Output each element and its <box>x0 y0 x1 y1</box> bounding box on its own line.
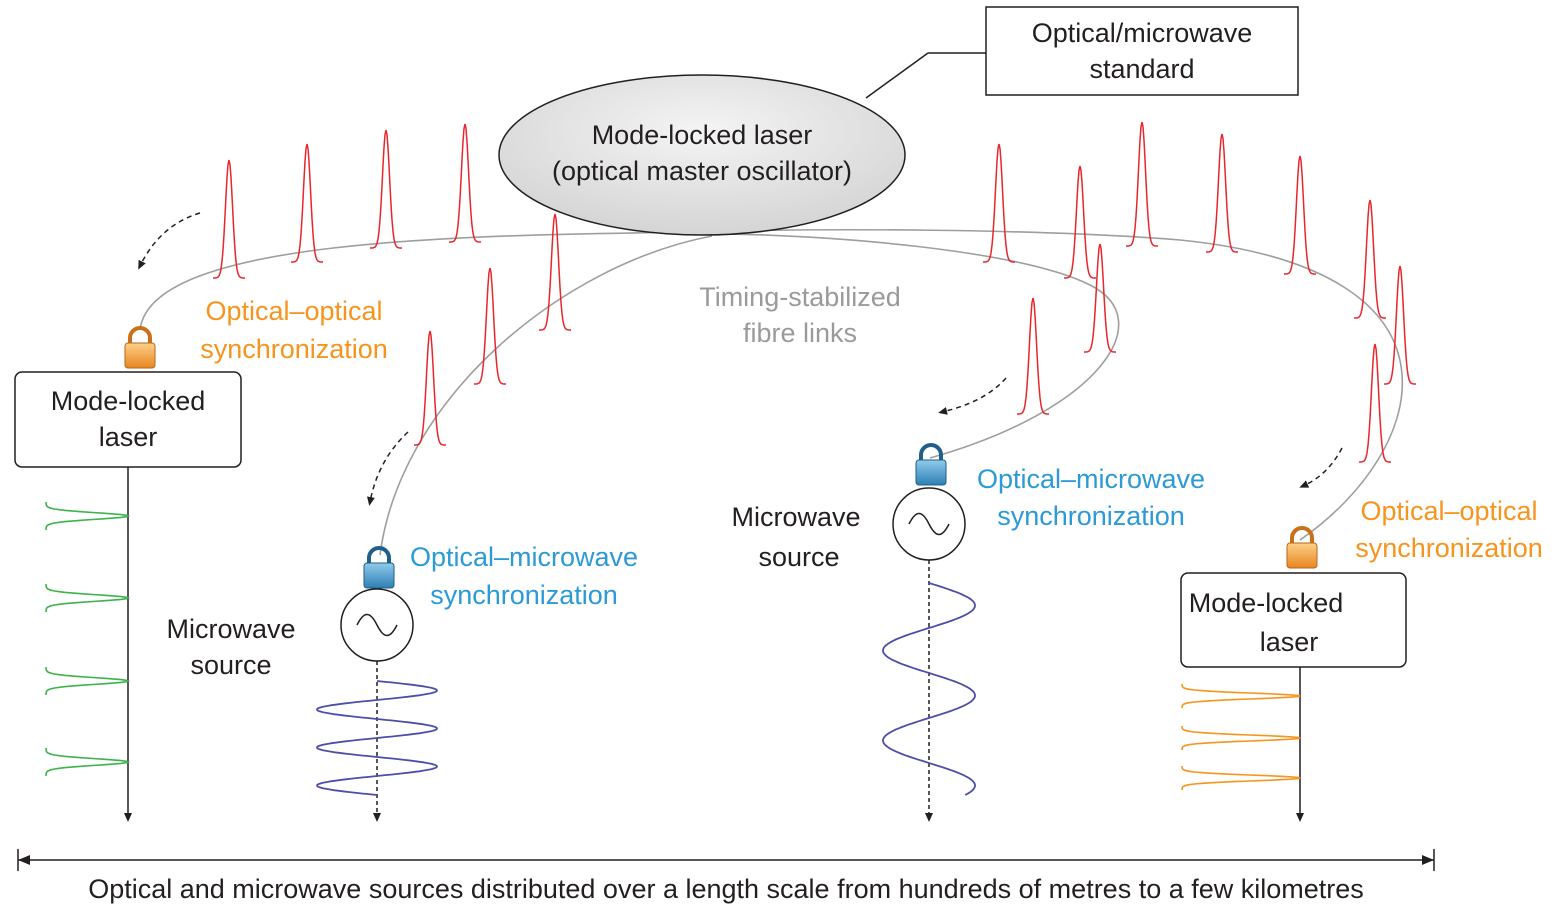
right-laser-sync-line1: Optical–optical <box>1360 496 1537 526</box>
optical-pulse <box>1284 155 1316 275</box>
microwave-output-wave <box>316 680 438 796</box>
right-laser-box-line2: laser <box>1260 627 1319 657</box>
optical-pulse <box>291 143 323 263</box>
right-microwave-sync-line1: Optical–microwave <box>977 464 1205 494</box>
sine-wave-icon <box>340 588 414 662</box>
left-laser-sync-line1: Optical–optical <box>205 296 382 326</box>
optical-pulse <box>1084 243 1116 353</box>
left-mode-locked-laser-node: Optical–optical synchronization Mode-loc… <box>14 296 388 822</box>
optical-pulse <box>370 129 402 249</box>
left-microwave-output-wave <box>316 680 438 796</box>
lock-icon <box>915 443 947 486</box>
right-laser-box-line1: Mode-locked <box>1189 588 1344 618</box>
left-microwave-label-line2: source <box>190 650 271 680</box>
optical-pulse <box>213 159 245 279</box>
left-microwave-label-line1: Microwave <box>166 614 295 644</box>
optical-pulse <box>474 267 506 385</box>
left-laser-box-line1: Mode-locked <box>51 386 206 416</box>
propagation-arrows <box>138 212 1343 506</box>
left-laser-sync-line2: synchronization <box>200 334 388 364</box>
length-scale-bar <box>17 849 1435 871</box>
right-microwave-sync-line2: synchronization <box>997 501 1185 531</box>
optical-pulse <box>1126 121 1158 247</box>
left-microwave-sync-line1: Optical–microwave <box>410 542 638 572</box>
lock-icon <box>363 546 395 589</box>
optical-pulse-trains <box>213 121 1416 463</box>
lock-icon <box>124 326 156 369</box>
optical-pulse <box>1359 343 1391 463</box>
left-laser-box-line2: laser <box>99 422 158 452</box>
right-laser-box <box>1180 572 1407 668</box>
fibre-links-label-line2: fibre links <box>743 318 857 348</box>
sine-wave-icon <box>892 487 966 561</box>
optical-pulse <box>1354 199 1386 319</box>
optical-pulse <box>539 213 571 331</box>
right-microwave-label-line1: Microwave <box>731 502 860 532</box>
optical-pulse <box>1384 265 1416 385</box>
fibre-link-left-microwave <box>379 235 713 556</box>
laser-output-pulse <box>45 502 131 530</box>
fibre-links-label-line1: Timing-stabilized <box>699 282 901 312</box>
optical-pulse <box>983 143 1015 263</box>
microwave-output-wave <box>882 582 976 796</box>
arrow-to-right-microwave <box>938 377 1007 415</box>
laser-output-pulse <box>1181 684 1301 708</box>
laser-output-pulse <box>45 667 131 695</box>
arrow-to-left-microwave <box>367 431 409 506</box>
laser-output-pulse <box>1181 726 1301 750</box>
laser-output-pulse <box>1181 766 1301 790</box>
right-microwave-output-wave <box>882 582 976 796</box>
laser-output-pulse <box>45 584 131 612</box>
scale-caption: Optical and microwave sources distribute… <box>88 874 1364 904</box>
standard-label-line1: Optical/microwave <box>1032 18 1253 48</box>
master-oscillator: Mode-locked laser (optical master oscill… <box>498 74 906 236</box>
right-microwave-label-line2: source <box>758 542 839 572</box>
left-microwave-node: Optical–microwave synchronization Microw… <box>166 542 638 822</box>
laser-output-pulse <box>45 748 131 776</box>
optical-pulse <box>1206 133 1238 253</box>
optical-pulse <box>449 123 481 243</box>
arrow-to-left-laser <box>138 212 201 270</box>
arrow-to-right-laser <box>1299 447 1343 488</box>
optical-pulse <box>1064 165 1096 279</box>
master-label-line1: Mode-locked laser <box>592 120 813 150</box>
left-laser-output-pulses <box>45 502 131 776</box>
optical-pulse <box>414 330 446 446</box>
left-microwave-sync-line2: synchronization <box>430 580 618 610</box>
optical-pulse <box>1017 297 1049 415</box>
standard-label-line2: standard <box>1089 54 1194 84</box>
right-laser-sync-line2: synchronization <box>1355 533 1543 563</box>
fibre-link-left-laser <box>139 231 701 331</box>
lock-icon <box>1286 526 1318 569</box>
right-laser-output-pulses <box>1181 684 1301 790</box>
fibre-link-right-microwave <box>719 233 1120 459</box>
master-label-line2: (optical master oscillator) <box>552 156 852 186</box>
right-mode-locked-laser-node: Optical–optical synchronization Mode-loc… <box>1180 496 1543 822</box>
standard-box: Optical/microwave standard <box>865 6 1299 99</box>
right-microwave-node: Optical–microwave synchronization Microw… <box>731 443 1205 822</box>
